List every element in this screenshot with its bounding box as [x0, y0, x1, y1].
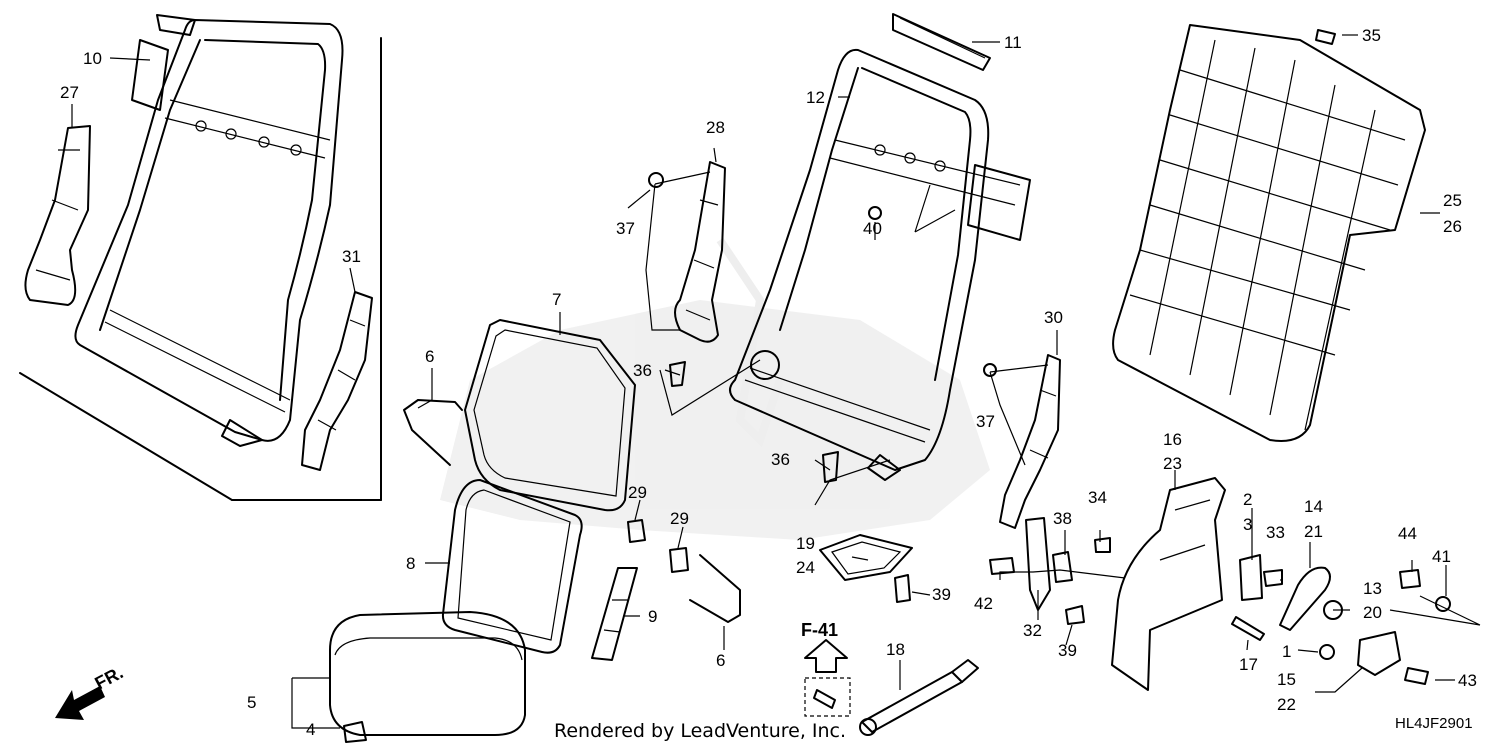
callout-6b: 6 [716, 651, 725, 670]
watermark-logo [440, 237, 990, 540]
callout-8: 8 [406, 554, 415, 573]
callout-13: 13 [1363, 579, 1382, 598]
callout-36a: 36 [633, 361, 652, 380]
callout-39a: 39 [932, 585, 951, 604]
hinge-bracket-30 [999, 354, 1061, 529]
reference-label: F-41 [801, 620, 838, 640]
hinge-bracket-28 [674, 161, 726, 343]
callout-3: 3 [1243, 515, 1252, 534]
clip-29-a [627, 519, 646, 543]
tray-19 [819, 534, 913, 581]
callout-1: 1 [1282, 642, 1291, 661]
bumper-4 [343, 721, 367, 743]
callout-labels: 10 27 31 6 7 8 5 4 9 6 29 29 28 37 36 12… [60, 26, 1477, 739]
seat-pad-8 [441, 479, 583, 654]
callout-12: 12 [806, 88, 825, 107]
callout-15: 15 [1277, 670, 1296, 689]
seat-frame-right [729, 48, 1031, 481]
reference-marker [804, 639, 851, 717]
seat-frame-left [74, 14, 344, 447]
side-trim-27 [24, 125, 91, 306]
callout-21: 21 [1304, 522, 1323, 541]
callout-43: 43 [1458, 671, 1477, 690]
bracket-15 [1357, 631, 1401, 676]
top-bracket-11 [892, 13, 991, 71]
callout-28: 28 [706, 118, 725, 137]
callout-31: 31 [342, 247, 361, 266]
callout-33: 33 [1266, 523, 1285, 542]
callout-35: 35 [1362, 26, 1381, 45]
clip-29-b [669, 547, 689, 573]
callout-6a: 6 [425, 347, 434, 366]
callout-39b: 39 [1058, 641, 1077, 660]
callout-30: 30 [1044, 308, 1063, 327]
seat-cushion-5 [329, 611, 526, 736]
callout-2: 2 [1243, 490, 1252, 509]
callout-17: 17 [1239, 655, 1258, 674]
callout-11: 11 [1004, 33, 1022, 52]
callout-27: 27 [60, 83, 79, 102]
callout-26: 26 [1443, 217, 1462, 236]
back-panel-25 [1112, 24, 1426, 442]
callout-19: 19 [796, 534, 815, 553]
callout-32: 32 [1023, 621, 1042, 640]
callout-10: 10 [83, 49, 102, 68]
callout-38: 38 [1053, 509, 1072, 528]
side-trim-31 [301, 291, 373, 471]
callout-36b: 36 [771, 450, 790, 469]
callout-37a: 37 [616, 219, 635, 238]
callout-18: 18 [886, 640, 905, 659]
seat-back-pad-7 [464, 319, 636, 512]
callout-20: 20 [1363, 603, 1382, 622]
callout-44: 44 [1398, 524, 1417, 543]
footer-credit: Rendered by LeadVenture, Inc. [554, 720, 846, 742]
callout-22: 22 [1277, 695, 1296, 714]
callout-40: 40 [863, 219, 882, 238]
callout-42: 42 [974, 594, 993, 613]
callout-5: 5 [247, 693, 256, 712]
callout-34: 34 [1088, 488, 1107, 507]
diagram-code: HL4JF2901 [1395, 715, 1473, 732]
lever-14 [1279, 566, 1331, 631]
side-panel-16 [1111, 477, 1226, 691]
callout-7: 7 [552, 290, 561, 309]
callout-25: 25 [1443, 191, 1462, 210]
callout-29a: 29 [628, 483, 647, 502]
fasteners [648, 29, 1451, 685]
callout-37b: 37 [976, 412, 995, 431]
leader-lines [71, 34, 1481, 729]
callout-16: 16 [1163, 430, 1182, 449]
callout-23: 23 [1163, 454, 1182, 473]
callout-4: 4 [306, 720, 315, 739]
callout-24: 24 [796, 558, 815, 577]
callout-29b: 29 [670, 509, 689, 528]
front-arrow-icon [55, 686, 105, 720]
wire-6-right [689, 554, 741, 623]
callout-14: 14 [1304, 497, 1323, 516]
callout-9: 9 [648, 607, 657, 626]
gas-strut-18 [859, 659, 979, 736]
callout-41: 41 [1432, 547, 1451, 566]
strap-9 [591, 567, 638, 661]
inset-border [19, 37, 382, 501]
